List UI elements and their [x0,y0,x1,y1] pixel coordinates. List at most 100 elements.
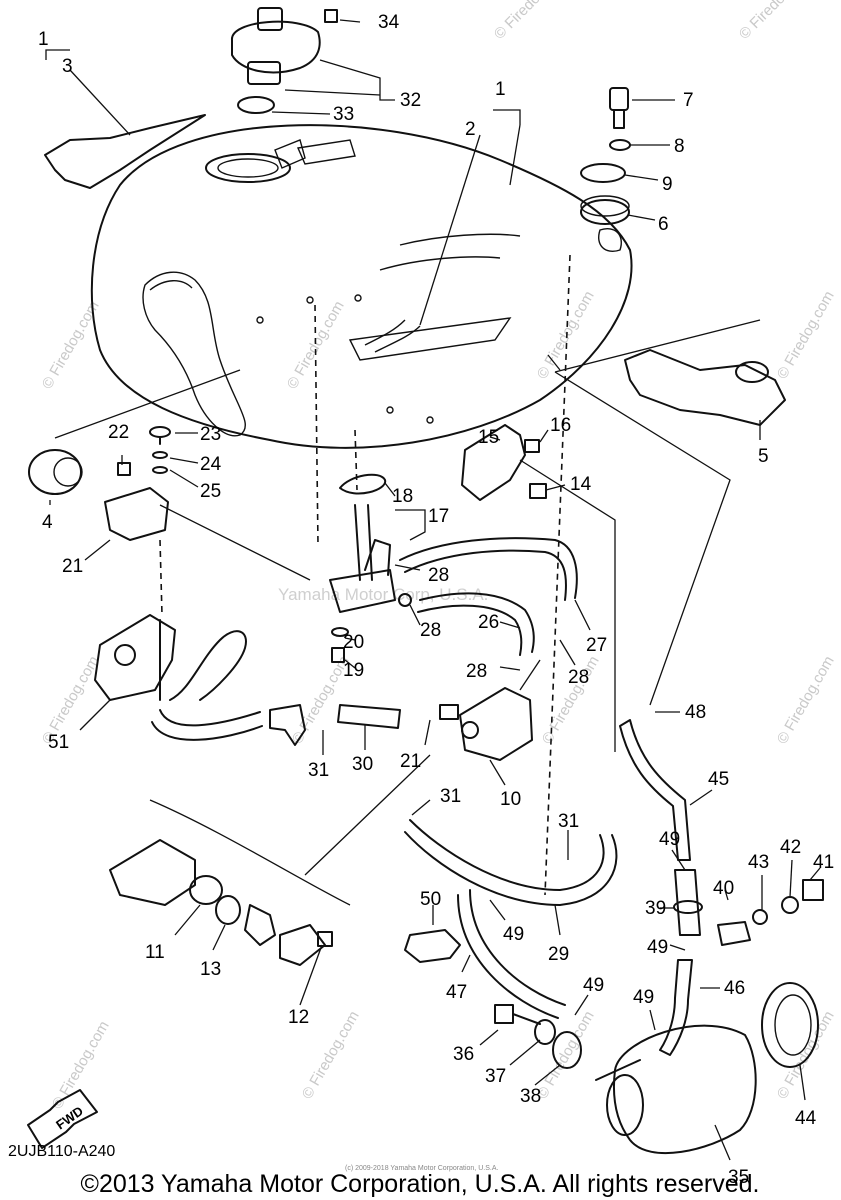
fuel-cock-plate [104,487,169,541]
callout-13: 13 [200,959,221,980]
callout-8: 8 [674,136,685,157]
callout-49: 49 [633,987,654,1008]
guide-lines [54,319,761,906]
callout-28: 28 [568,667,589,688]
callout-3: 3 [62,56,73,77]
callout-46: 46 [724,978,745,999]
callout-21: 21 [400,751,421,772]
callout-9: 9 [662,174,673,195]
callout-32: 32 [400,90,421,111]
fuel-cock-washer [331,627,349,637]
callout-20: 20 [343,632,364,653]
fuel-pump [439,687,533,761]
watermark: © Firedog.com [284,298,348,392]
watermark: © Firedog.com [49,1018,113,1112]
dashed-assembly-lines [159,254,571,896]
callout-31: 31 [308,760,329,781]
small-copyright: (c) 2009-2018 Yamaha Motor Corporation, … [345,1165,498,1172]
fuel-cock-gasket [339,473,387,495]
callout-1: 1 [495,79,506,100]
callout-28: 28 [466,661,487,682]
callout-4: 4 [42,512,53,533]
callout-14: 14 [570,474,592,495]
stay-bolts [117,426,171,476]
callout-44: 44 [795,1108,817,1129]
fuel-hoses-lower [404,819,618,1019]
watermark: © Firedog.com [491,0,573,43]
callout-31: 31 [558,811,579,832]
watermark: © Firedog.com [774,288,838,382]
leader-lines [45,19,821,1161]
callout-2: 2 [465,119,476,140]
callout-37: 37 [485,1066,506,1087]
callout-49: 49 [503,924,524,945]
hose-clip [404,929,461,963]
callout-49: 49 [583,975,604,996]
callout-47: 47 [446,982,467,1003]
bracket-damper [735,361,769,383]
tank-emblem-decal [44,114,206,189]
watermark: © Firedog.com [736,0,818,43]
callout-15: 15 [478,427,499,448]
canister-mount [494,1004,582,1069]
copyright-notice: ©2013 Yamaha Motor Corporation, U.S.A. A… [81,1170,760,1198]
callout-23: 23 [200,424,221,445]
callout-1: 1 [38,29,49,50]
callout-42: 42 [780,837,801,858]
hose-30 [337,704,401,729]
callout-7: 7 [683,90,694,111]
fuel-cock-screw [331,647,345,663]
callout-21: 21 [62,556,83,577]
watermark: © Firedog.com [774,653,838,747]
callout-36: 36 [453,1044,474,1065]
charcoal-canister [595,1024,757,1154]
callout-34: 34 [378,12,400,33]
callout-50: 50 [420,889,441,910]
callout-43: 43 [748,852,769,873]
callout-31: 31 [440,786,461,807]
callout-10: 10 [500,789,521,810]
callout-28: 28 [428,565,449,586]
canister-cover [761,982,819,1068]
callout-12: 12 [288,1007,309,1028]
callout-19: 19 [343,660,364,681]
callout-11: 11 [145,942,165,963]
drawing-code: 2UJB110-A240 [8,1143,115,1160]
callout-28: 28 [420,620,441,641]
callout-40: 40 [713,878,734,899]
cap-gasket [237,96,275,114]
fuel-cock [329,504,412,613]
fuel-cap [230,7,338,85]
callout-41: 41 [813,852,834,873]
fuel-cutoff-valve [673,869,824,946]
callout-38: 38 [520,1086,541,1107]
callout-27: 27 [586,635,607,656]
callout-22: 22 [108,422,129,443]
fuel-cock-stay [461,424,547,501]
callout-49: 49 [659,829,680,850]
callout-49: 49 [647,937,668,958]
callout-51: 51 [48,732,69,753]
callout-17: 17 [428,506,449,527]
callout-39: 39 [645,898,666,919]
front-cushion [28,449,83,495]
tank-bolt-assembly [580,87,631,225]
rear-mount-bracket [624,349,786,426]
callout-48: 48 [685,702,706,723]
callout-16: 16 [550,415,571,436]
callout-5: 5 [758,446,769,467]
fuel-filter-assembly [94,614,306,746]
watermark: © Firedog.com [774,1008,838,1102]
fuel-hoses-upper [399,537,578,656]
callout-18: 18 [392,486,413,507]
forward-direction-arrow: FWD [27,1089,98,1149]
fuel-tank [90,124,633,449]
callout-35: 35 [728,1167,749,1188]
callout-30: 30 [352,754,373,775]
callout-33: 33 [333,104,354,125]
callout-26: 26 [478,612,499,633]
callout-6: 6 [658,214,669,235]
carburetor-joint [109,839,333,966]
